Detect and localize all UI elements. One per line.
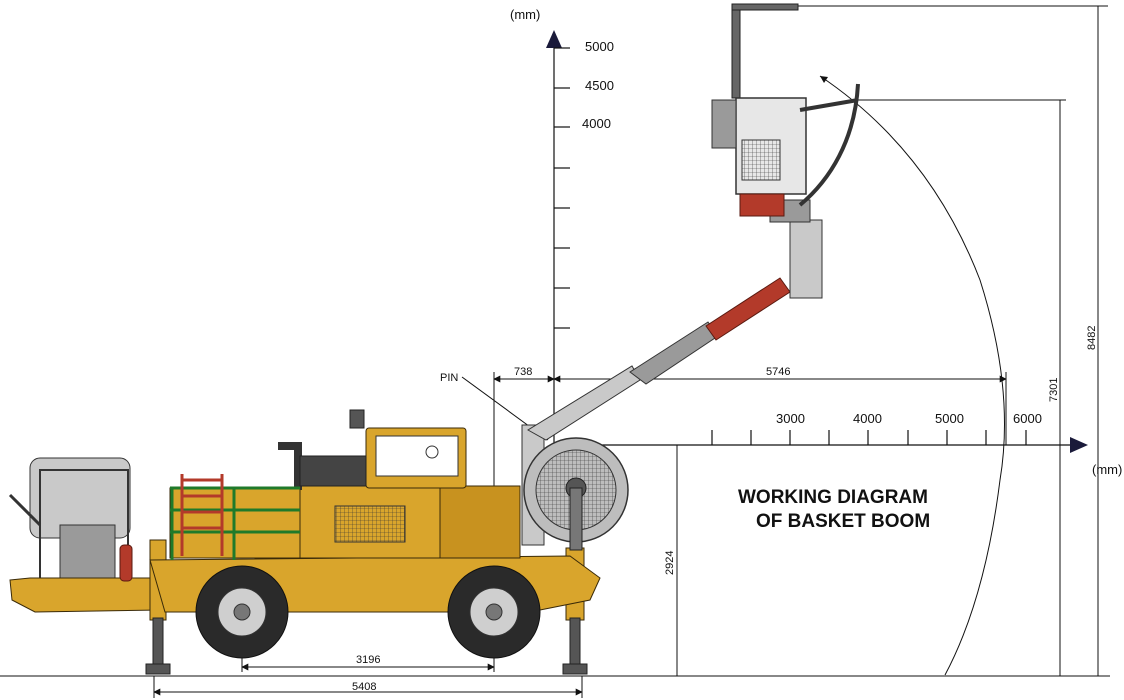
rear-platform — [9, 577, 161, 613]
dimension-8482: 8482 — [760, 5, 1108, 676]
diagram-title-line1: WORKING DIAGRAM — [738, 487, 928, 508]
y-axis-arrow-icon — [546, 30, 562, 48]
working-envelope-arc — [819, 75, 1005, 676]
pin-label: PIN — [440, 372, 458, 384]
vehicle-illustration — [8, 3, 860, 675]
dim-label-8482: 8482 — [1086, 326, 1098, 350]
exhaust-pipe — [278, 442, 302, 490]
x-tick-label: 4000 — [853, 411, 882, 426]
x-tick-label: 6000 — [1013, 411, 1042, 426]
x-axis-arrow-icon — [1070, 437, 1088, 453]
x-tick-label: 3000 — [776, 411, 805, 426]
access-ladder — [180, 474, 224, 556]
basket-boom — [527, 199, 823, 441]
x-tick-label: 5000 — [935, 411, 964, 426]
x-axis: 3000 4000 5000 6000 (mm) — [570, 411, 1122, 477]
dim-label-2924: 2924 — [664, 551, 676, 575]
dim-label-5746: 5746 — [766, 366, 790, 378]
arc-arrow-icon — [820, 76, 828, 83]
front-wheel — [447, 565, 541, 659]
front-body-panel — [439, 485, 521, 559]
dim-label-5408: 5408 — [352, 681, 376, 693]
y-axis: (mm) 5000 4500 4000 — [510, 7, 614, 445]
fire-extinguisher — [119, 544, 133, 582]
dim-label-3196: 3196 — [356, 654, 380, 666]
y-tick-label: 4500 — [585, 78, 614, 93]
y-axis-unit: (mm) — [510, 7, 540, 22]
operator-head — [425, 445, 439, 459]
work-basket — [711, 3, 860, 217]
dimension-5408: 5408 — [153, 676, 583, 698]
dim-label-7301: 7301 — [1048, 378, 1060, 402]
y-tick-label: 4000 — [582, 116, 611, 131]
y-tick-label: 5000 — [585, 39, 614, 54]
dimension-7301: 7301 — [858, 99, 1066, 676]
cabin-window — [375, 435, 459, 477]
body-vent — [334, 505, 406, 543]
rear-wheel — [195, 565, 289, 659]
hose-reel — [521, 424, 629, 551]
engine-cover — [299, 455, 367, 487]
reel-engine-block — [59, 524, 116, 581]
dim-label-738: 738 — [514, 366, 532, 378]
diagram-title-line2: OF BASKET BOOM — [756, 511, 930, 532]
x-axis-unit: (mm) — [1092, 462, 1122, 477]
safety-rails — [170, 486, 300, 560]
